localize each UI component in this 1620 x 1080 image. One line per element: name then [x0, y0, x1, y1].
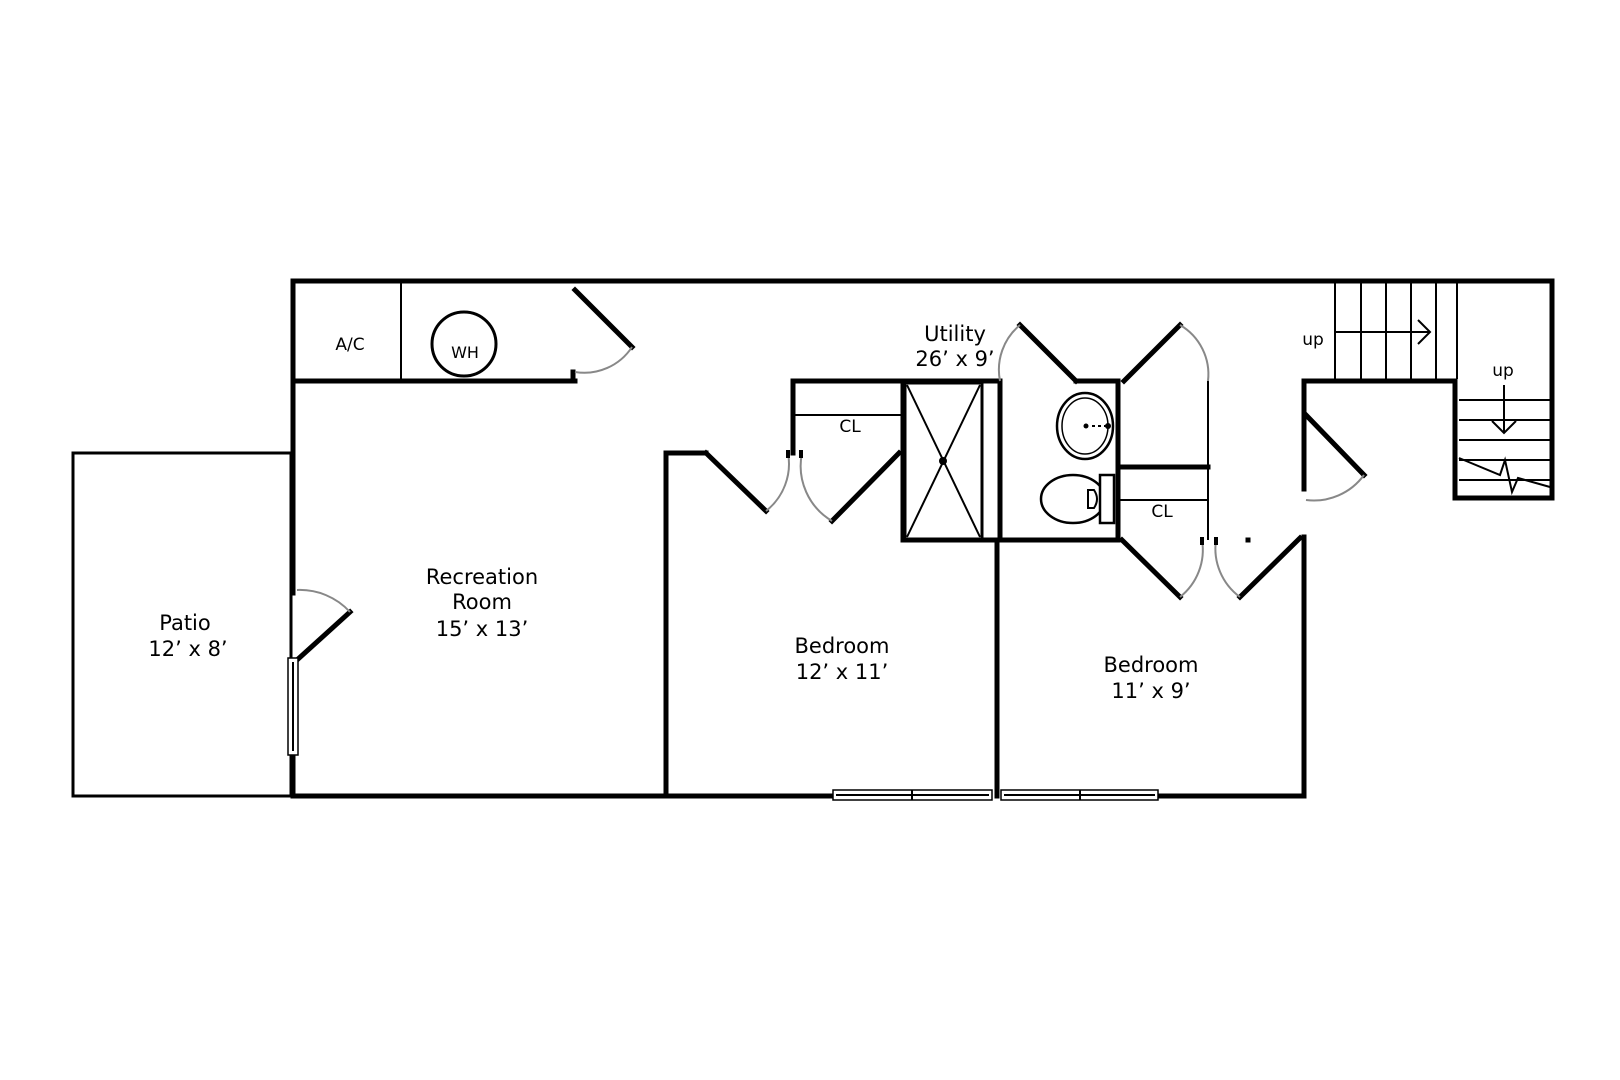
bedroom2-name: Bedroom [1104, 653, 1199, 677]
recreation-name-line1: Recreation [426, 565, 538, 589]
recreation-name-line2: Room [452, 590, 512, 614]
bedroom1-size: 12’ x 11’ [796, 660, 889, 684]
exterior-walls [290, 278, 1555, 799]
bedroom2-size: 11’ x 9’ [1111, 679, 1190, 703]
closet1-label: CL [839, 417, 861, 437]
lower-stairs-label: up [1492, 361, 1514, 381]
shower-icon [903, 381, 984, 541]
patio-size: 12’ x 8’ [148, 637, 227, 661]
utility-name: Utility [924, 322, 986, 346]
closet2-label: CL [1151, 502, 1173, 522]
doors [293, 286, 1368, 664]
recreation-size: 15’ x 13’ [436, 617, 529, 641]
windows [287, 657, 1159, 801]
patio-name: Patio [159, 611, 211, 635]
water-heater-label: WH [451, 343, 479, 362]
patio-outline [71, 451, 293, 798]
upper-stairs-label: up [1302, 330, 1324, 350]
ac-label: A/C [335, 335, 364, 355]
lower-stairs-icon [1458, 385, 1551, 496]
bedroom1-name: Bedroom [795, 634, 890, 658]
upper-stairs-icon [1334, 283, 1458, 379]
sink-icon [1055, 391, 1115, 461]
toilet-icon [1039, 473, 1116, 525]
utility-size: 26’ x 9’ [915, 347, 994, 371]
water-heater-icon [430, 310, 498, 378]
